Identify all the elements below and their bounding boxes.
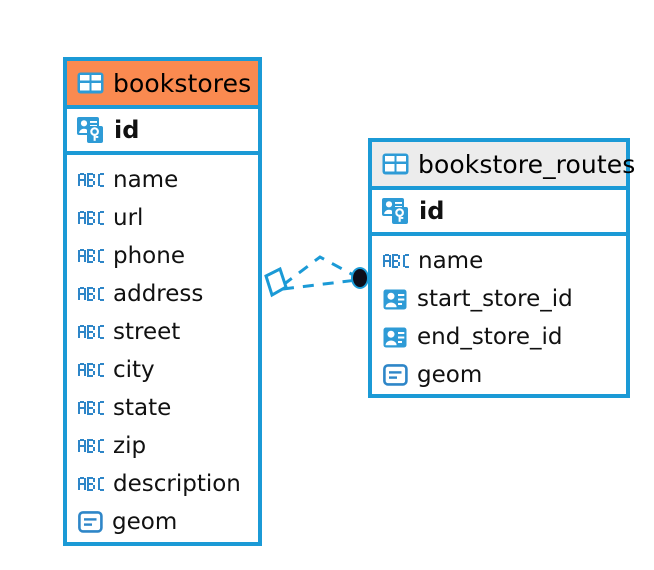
primary-key-row-bookstore-routes[interactable]: id: [372, 190, 626, 236]
abc-text-icon: [78, 325, 104, 339]
field-label: street: [113, 319, 181, 345]
entity-header-bookstore-routes[interactable]: bookstore_routes: [372, 142, 635, 190]
entity-title: bookstore_routes: [418, 149, 636, 179]
field-row-name[interactable]: name: [67, 161, 258, 199]
abc-text-icon: [78, 477, 104, 491]
field-label: name: [113, 167, 179, 193]
field-row-city[interactable]: city: [67, 351, 258, 389]
primary-key-label: id: [114, 116, 140, 144]
geometry-icon: [383, 364, 408, 386]
field-row-street[interactable]: street: [67, 313, 258, 351]
table-icon: [77, 72, 104, 94]
field-label: name: [418, 248, 484, 274]
primary-key-icon: [382, 198, 410, 224]
field-row-start-store-id[interactable]: start_store_id: [372, 280, 626, 318]
abc-text-icon: [78, 439, 104, 453]
diamond-marker: [264, 266, 288, 298]
field-label: state: [113, 395, 172, 421]
foreign-key-icon: [383, 327, 408, 348]
field-label: city: [113, 357, 155, 383]
abc-text-icon: [78, 249, 104, 263]
field-label: geom: [417, 362, 483, 388]
field-label: phone: [113, 243, 185, 269]
field-row-name[interactable]: name: [372, 242, 626, 280]
entity-header-bookstores[interactable]: bookstores: [67, 61, 258, 109]
field-label: geom: [112, 509, 178, 535]
abc-text-icon: [78, 287, 104, 301]
field-label: zip: [113, 433, 147, 459]
entity-table-bookstore-routes[interactable]: bookstore_routes id: [368, 138, 635, 398]
field-row-geom[interactable]: geom: [372, 356, 626, 394]
abc-text-icon: [78, 401, 104, 415]
table-icon: [382, 153, 409, 175]
field-label: start_store_id: [417, 286, 573, 312]
geometry-icon: [78, 511, 103, 533]
field-label: description: [113, 471, 241, 497]
field-row-description[interactable]: description: [67, 465, 258, 503]
field-row-url[interactable]: url: [67, 199, 258, 237]
field-row-address[interactable]: address: [67, 275, 258, 313]
abc-text-icon: [383, 254, 409, 268]
relationship-line-upper: [282, 255, 358, 287]
foreign-key-icon: [383, 289, 408, 310]
field-label: end_store_id: [417, 324, 563, 350]
field-row-end-store-id[interactable]: end_store_id: [372, 318, 626, 356]
field-label: url: [113, 205, 144, 231]
entity-title: bookstores: [113, 68, 252, 98]
primary-key-row-bookstores[interactable]: id: [67, 109, 258, 155]
abc-text-icon: [78, 173, 104, 187]
field-row-phone[interactable]: phone: [67, 237, 258, 275]
field-list-bookstore-routes: name start_store_id: [372, 236, 626, 398]
field-row-state[interactable]: state: [67, 389, 258, 427]
abc-text-icon: [78, 211, 104, 225]
primary-key-label: id: [419, 197, 445, 225]
field-list-bookstores: name u: [67, 155, 258, 545]
abc-text-icon: [78, 363, 104, 377]
primary-key-icon: [77, 117, 105, 143]
field-row-geom[interactable]: geom: [67, 503, 258, 541]
relationship-line-lower: [282, 278, 358, 291]
filled-circle-marker: [351, 267, 369, 289]
field-row-zip[interactable]: zip: [67, 427, 258, 465]
entity-table-bookstores[interactable]: bookstores id: [63, 57, 262, 546]
field-label: address: [113, 281, 204, 307]
